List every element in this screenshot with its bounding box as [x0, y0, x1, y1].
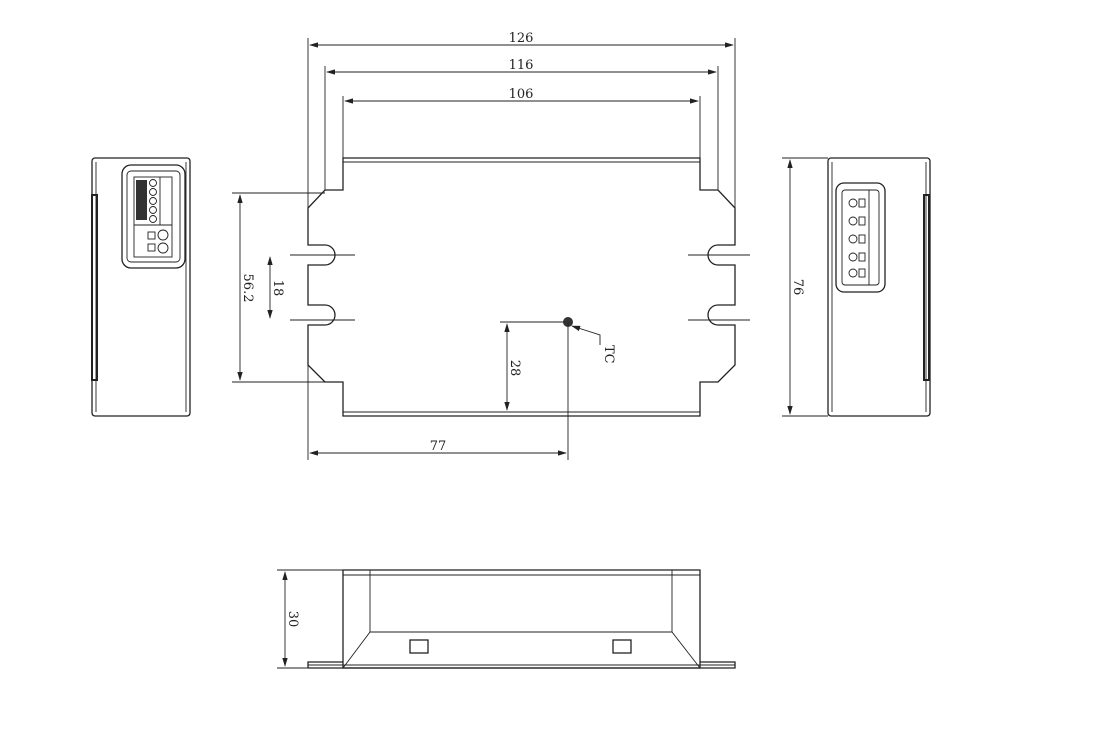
right-end-view: [827, 157, 931, 417]
dim-30: 30: [285, 611, 300, 628]
terminal-block-icon: [134, 177, 172, 254]
dim-116: 116: [509, 58, 534, 73]
side-view: [307, 569, 736, 669]
left-end-view: [91, 157, 191, 417]
top-view: TC: [290, 157, 750, 417]
dim-28: 28: [507, 360, 522, 377]
dim-77: 77: [430, 439, 447, 454]
dim-106: 106: [509, 87, 534, 102]
slot-icon: [612, 639, 632, 654]
terminal-block-icon: [848, 190, 870, 285]
dim-126: 126: [509, 31, 534, 46]
dim-56-2: 56.2: [240, 274, 255, 303]
tc-label: TC: [601, 345, 616, 364]
slot-icon: [409, 639, 429, 654]
plate-outline: [307, 157, 736, 417]
dim-18: 18: [270, 280, 285, 297]
dim-76: 76: [790, 279, 805, 296]
dimensions: 126 116 106 56.2 18 28 77 76 30: [232, 31, 828, 669]
